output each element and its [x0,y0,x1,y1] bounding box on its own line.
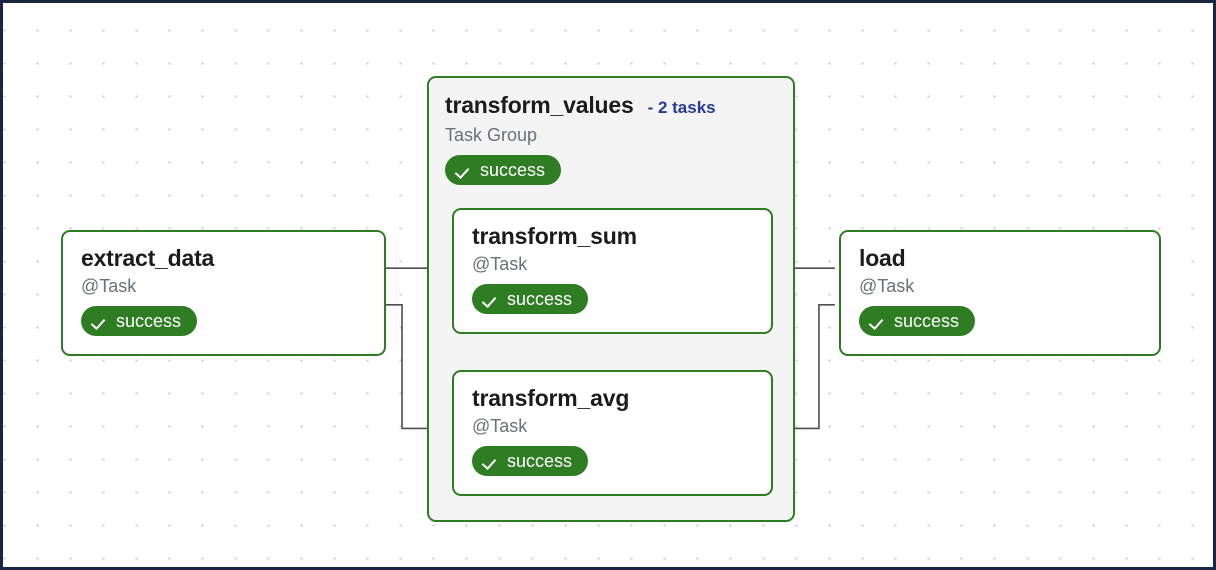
task-node-status-badge[interactable]: success [81,306,198,337]
task-node-title: transform_avg [472,385,630,411]
check-icon [484,454,499,469]
task-group-task-count-link[interactable]: - 2 tasks [647,98,716,117]
task-node-title: load [859,245,906,271]
task-group-status-badge[interactable]: success [445,155,562,185]
task-node-status-label: success [507,451,573,472]
check-icon [871,314,886,329]
task-node-status-badge[interactable]: success [859,306,976,337]
task-node-type-label: @Task [81,276,137,297]
task-node-type-label: @Task [472,416,528,437]
task-node-type-label: @Task [859,276,915,297]
check-icon [457,163,472,178]
task-node-status-label: success [507,289,573,310]
task-node-transform_sum[interactable]: transform_sum @Task success [452,208,773,334]
task-node-title: transform_sum [472,223,637,249]
task-node-status-badge[interactable]: success [472,446,589,477]
check-icon [93,314,108,329]
task-node-status-label: success [116,311,182,332]
task-group-subtitle: Task Group [445,125,538,145]
task-node-status-badge[interactable]: success [472,284,589,315]
task-node-transform_avg[interactable]: transform_avg @Task success [452,370,773,496]
task-node-status-label: success [894,311,960,332]
task-node-title: extract_data [81,245,215,271]
task-group-header: transform_values - 2 tasks Task Group su… [429,78,793,185]
check-icon [484,292,499,307]
task-node-load[interactable]: load @Task success [839,230,1161,356]
task-node-type-label: @Task [472,254,528,275]
task-group-title-row: transform_values - 2 tasks [445,92,777,119]
task-group-status-label: success [480,160,546,180]
task-group-title: transform_values [445,92,634,118]
task-node-extract_data[interactable]: extract_data @Task success [61,230,386,356]
